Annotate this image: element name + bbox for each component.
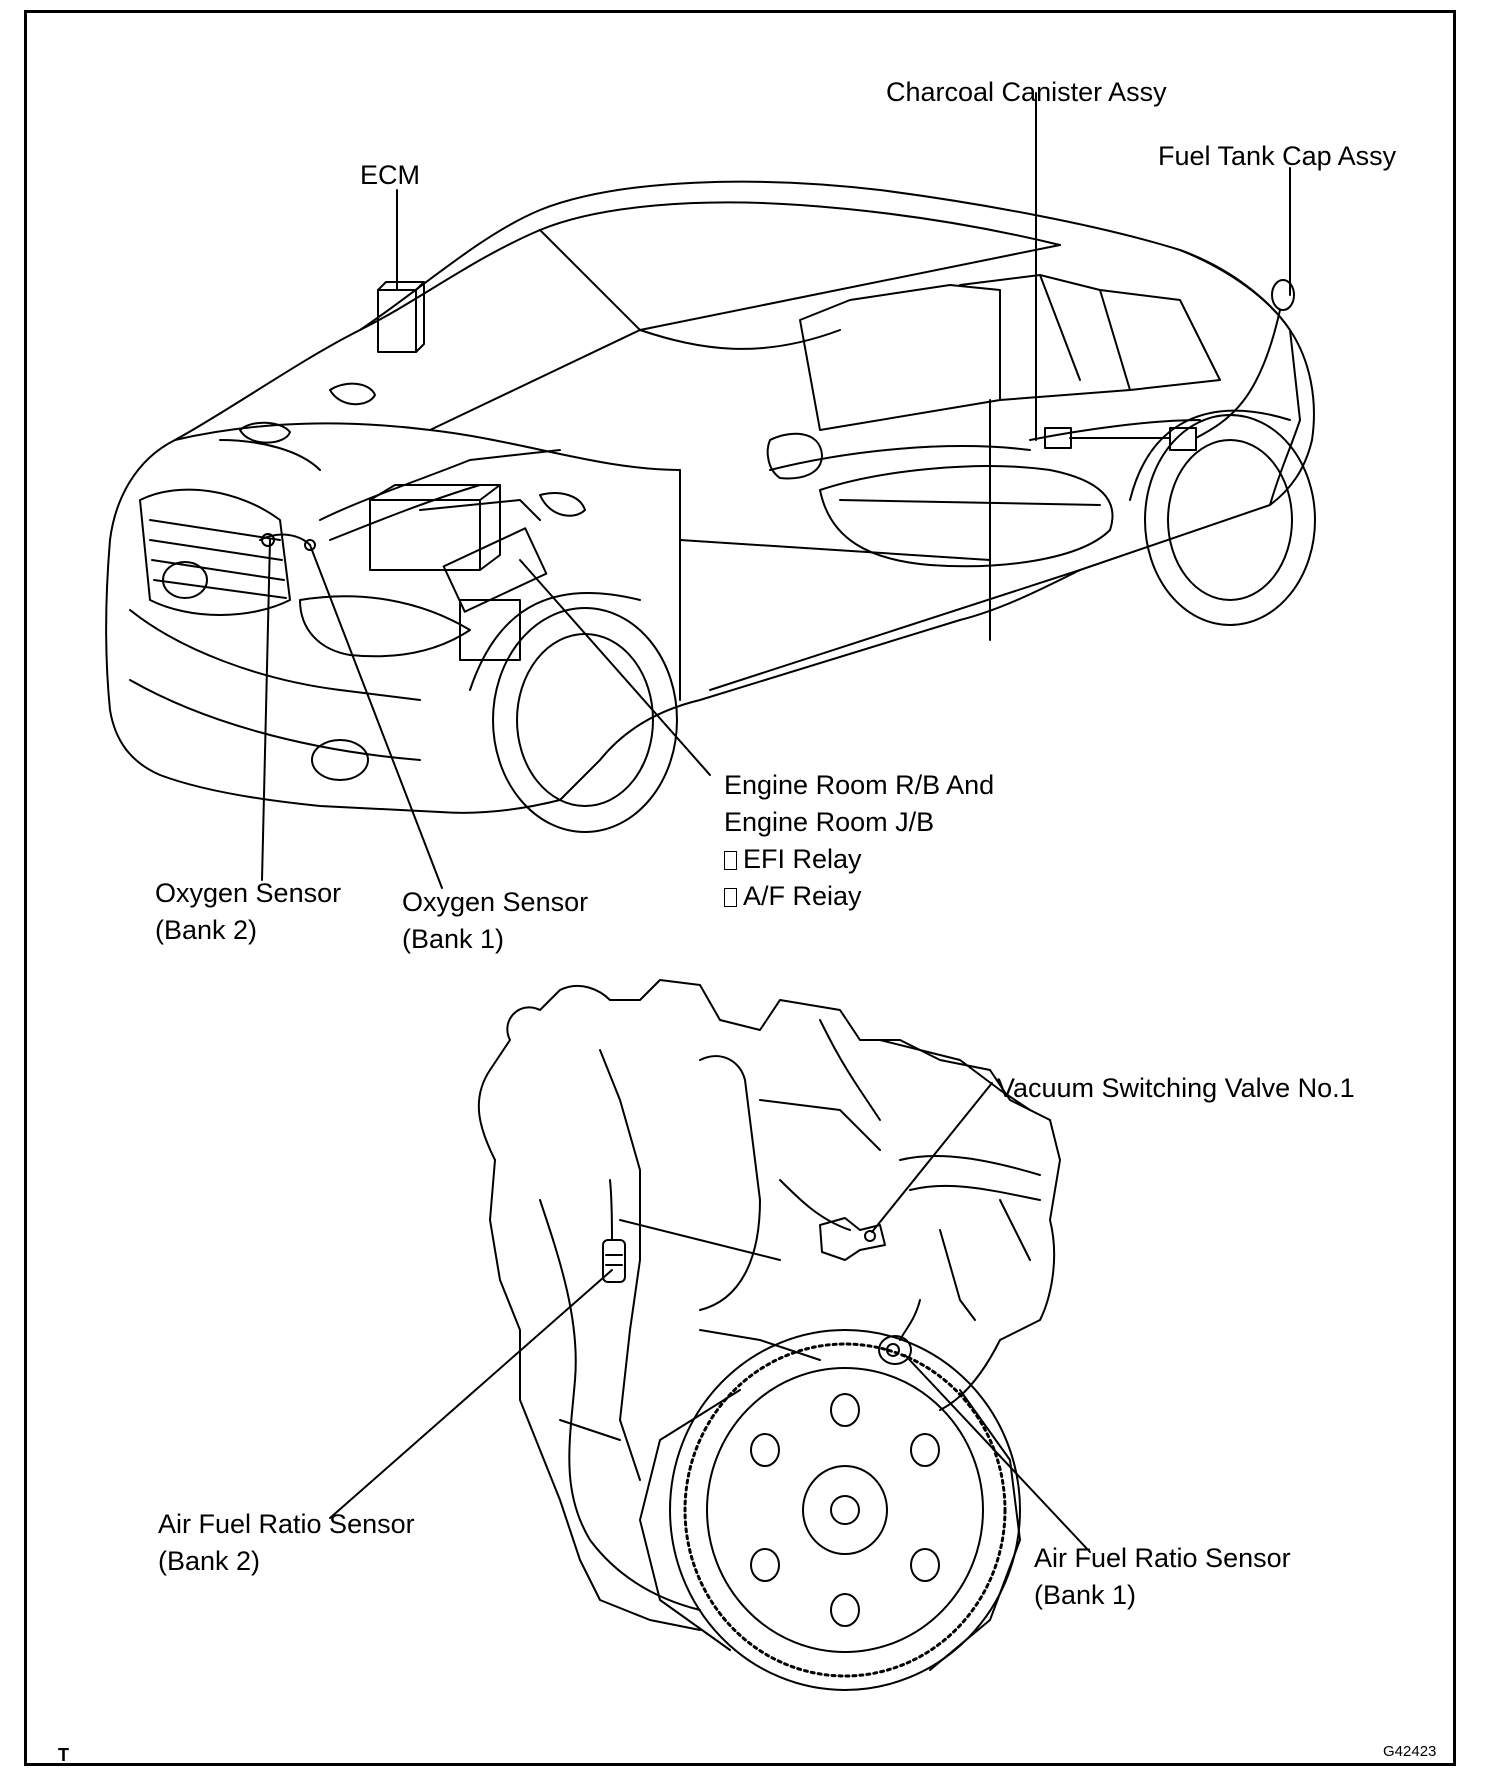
- diagram-frame: [24, 10, 1456, 1766]
- leader-oxygen-bank2: [261, 539, 271, 881]
- leader-vsv: [871, 1082, 993, 1233]
- label-afr-bank2-line2: (Bank 2): [158, 1546, 261, 1576]
- label-engine-room: Engine Room R/B And Engine Room J/B EFI …: [724, 767, 994, 915]
- label-charcoal-canister: Charcoal Canister Assy: [886, 77, 1167, 107]
- leader-oxygen-bank1: [309, 544, 443, 889]
- car-illustration: [105, 180, 1316, 833]
- label-afr-bank2-line1: Air Fuel Ratio Sensor: [158, 1509, 415, 1539]
- label-afr-bank1-line2: (Bank 1): [1034, 1580, 1137, 1610]
- label-oxygen-bank1-line1: Oxygen Sensor: [402, 887, 589, 917]
- bullet-icon: [724, 851, 737, 870]
- figure-code: G42423: [1383, 1743, 1437, 1760]
- leader-afr-bank2: [329, 1269, 613, 1519]
- label-af-relay: A/F Reiay: [724, 878, 994, 915]
- label-oxygen-bank2-line2: (Bank 2): [155, 915, 258, 945]
- leader-afr-bank1: [904, 1354, 1091, 1553]
- label-fuel-tank-cap: Fuel Tank Cap Assy: [1158, 141, 1397, 171]
- leader-engine-room: [519, 559, 711, 776]
- label-oxygen-sensor-bank2: Oxygen Sensor (Bank 2): [155, 875, 341, 949]
- label-afr-bank1-line1: Air Fuel Ratio Sensor: [1034, 1543, 1291, 1573]
- label-oxygen-bank1-line2: (Bank 1): [402, 924, 505, 954]
- label-efi-relay-text: EFI Relay: [743, 844, 862, 874]
- label-af-relay-text: A/F Reiay: [743, 881, 862, 911]
- bullet-icon: [724, 888, 737, 907]
- label-oxygen-sensor-bank1: Oxygen Sensor (Bank 1): [402, 884, 588, 958]
- label-ecm: ECM: [360, 160, 420, 190]
- label-engine-room-line2: Engine Room J/B: [724, 807, 935, 837]
- corner-mark: T: [58, 1745, 69, 1765]
- label-afr-bank2: Air Fuel Ratio Sensor (Bank 2): [158, 1506, 415, 1580]
- label-engine-room-line1: Engine Room R/B And: [724, 770, 995, 800]
- engine-illustration: [477, 979, 1061, 1691]
- leader-lines: [261, 92, 1291, 1553]
- label-afr-bank1: Air Fuel Ratio Sensor (Bank 1): [1034, 1540, 1291, 1614]
- label-oxygen-bank2-line1: Oxygen Sensor: [155, 878, 342, 908]
- label-vsv: Vacuum Switching Valve No.1: [997, 1073, 1355, 1103]
- label-efi-relay: EFI Relay: [724, 841, 994, 878]
